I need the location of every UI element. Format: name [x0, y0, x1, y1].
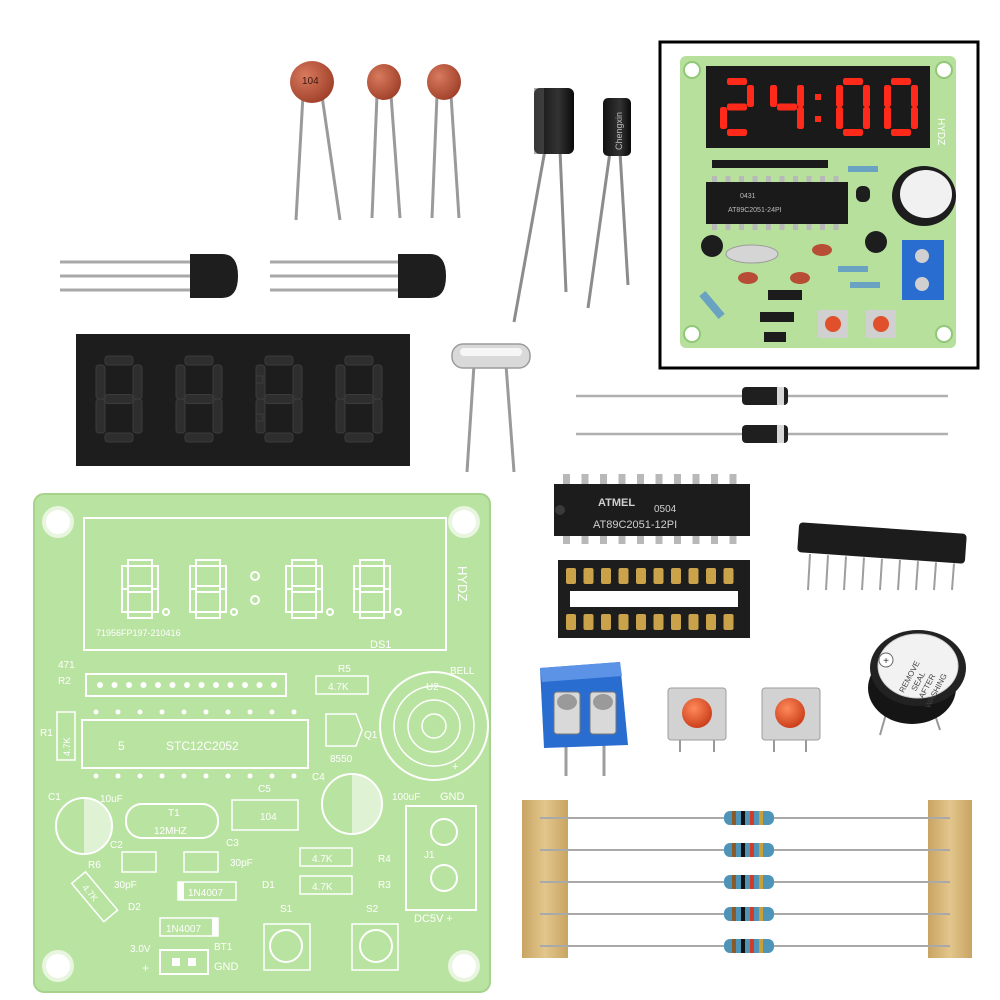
taped-resistors	[522, 800, 972, 958]
pcb-c4-value: 100uF	[392, 792, 420, 803]
pcb-board-label: HYDZ	[455, 566, 470, 601]
pcb-bt1: BT1	[214, 942, 233, 953]
pcb-t1-value: 12MHZ	[154, 826, 187, 837]
pcb-r4: R4	[378, 854, 391, 865]
pcb-r6: R6	[88, 860, 101, 871]
taped-resistor	[724, 907, 774, 921]
pcb-r1: R1	[40, 728, 53, 739]
inset-chip-code: 0431	[740, 193, 756, 200]
pcb-c3: C3	[226, 838, 239, 849]
pcb-d2-value: 1N4007	[166, 924, 201, 935]
pcb-r4-value: 4.7K	[312, 854, 333, 865]
inset-board-label: HYDZ	[935, 118, 946, 145]
pcb-c2-value: 30pF	[114, 880, 137, 891]
pcb-d1-value: 1N4007	[188, 888, 223, 899]
pcb-r5-value: 4.7K	[328, 682, 349, 693]
microcontroller-chip: ATMEL 0504 AT89C2051-12PI	[554, 474, 750, 544]
svg-text:+: +	[452, 761, 458, 773]
display-digit	[175, 355, 223, 443]
pcb-c5-value: 104	[260, 812, 277, 823]
pcb-r2: R2	[58, 676, 71, 687]
pcb-r5: R5	[338, 664, 351, 675]
pcb-d2: D2	[128, 902, 141, 913]
inset-display-digit	[836, 78, 870, 136]
diodes	[576, 387, 948, 443]
chip-code: 0504	[654, 504, 677, 515]
pcb-gnd: GND	[440, 791, 465, 803]
inset-assembled-board: HYDZ 0431 AT89C2051-24PI	[658, 40, 980, 370]
inset-chip-label: AT89C2051-24PI	[728, 207, 782, 214]
pcb-board: HYDZ 71956FP197-210416 DS1 471 R2 R5 4.7…	[33, 493, 491, 993]
pcb-q-model: 8550	[330, 754, 353, 765]
ceramic-cap-label: 104	[302, 76, 319, 87]
ic-socket	[558, 560, 750, 638]
pcb-ds: DS1	[370, 639, 391, 651]
inset-display-digit	[770, 85, 804, 129]
pcb-t1: T1	[168, 808, 180, 819]
taped-resistor	[724, 843, 774, 857]
crystal-oscillator	[451, 343, 531, 473]
pcb-u2: U2	[426, 682, 439, 693]
pcb-c5: C5	[258, 784, 271, 795]
tactile-button-2	[761, 687, 821, 752]
resistor-network	[797, 522, 967, 591]
pcb-r1-value: 4.7K	[62, 737, 72, 756]
ceramic-capacitors: 104	[290, 61, 461, 221]
pcb-r2-value: 471	[58, 660, 75, 671]
pcb-ic-label: STC12C2052	[166, 739, 239, 753]
svg-text:+: +	[883, 656, 889, 667]
inset-display-digit	[884, 78, 918, 136]
pcb-gnd-bottom: GND	[214, 961, 239, 973]
pcb-dc5v: DC5V +	[414, 913, 453, 925]
electrolytic-capacitors: Chengxin	[512, 88, 631, 323]
inset-display-digit	[720, 78, 754, 136]
pcb-ic-pin-mark: 5	[118, 739, 125, 753]
pcb-c1: C1	[48, 792, 61, 803]
tactile-button-1	[667, 687, 727, 752]
pcb-r3-value: 4.7K	[312, 882, 333, 893]
taped-resistor	[724, 939, 774, 953]
pcb-bat-voltage: 3.0V	[130, 944, 151, 955]
pcb-c1-value: 10uF	[100, 794, 123, 805]
pcb-s1: S1	[280, 904, 293, 915]
transistor-left	[60, 254, 238, 298]
led-display-module	[76, 334, 410, 466]
pcb-d1: D1	[262, 880, 275, 891]
pcb-r3: R3	[378, 880, 391, 891]
chip-brand: ATMEL	[598, 497, 635, 509]
transistor-right	[270, 254, 446, 298]
pcb-c2: C2	[110, 840, 123, 851]
pcb-j1: J1	[424, 850, 435, 861]
chip-model: AT89C2051-12PI	[593, 519, 677, 531]
electrolytic-brand: Chengxin	[614, 112, 624, 150]
display-digit	[335, 355, 383, 443]
pcb-plus: +	[142, 961, 149, 975]
terminal-block	[540, 662, 628, 776]
pcb-q1: Q1	[364, 730, 378, 741]
display-digit	[95, 355, 143, 443]
pcb-part-number: 71956FP197-210416	[96, 628, 181, 638]
taped-resistor	[724, 875, 774, 889]
pcb-c4: C4	[312, 772, 325, 783]
pcb-bell: BELL	[450, 666, 475, 677]
pcb-s2: S2	[366, 904, 379, 915]
pcb-c3-value: 30pF	[230, 858, 253, 869]
taped-resistor	[724, 811, 774, 825]
